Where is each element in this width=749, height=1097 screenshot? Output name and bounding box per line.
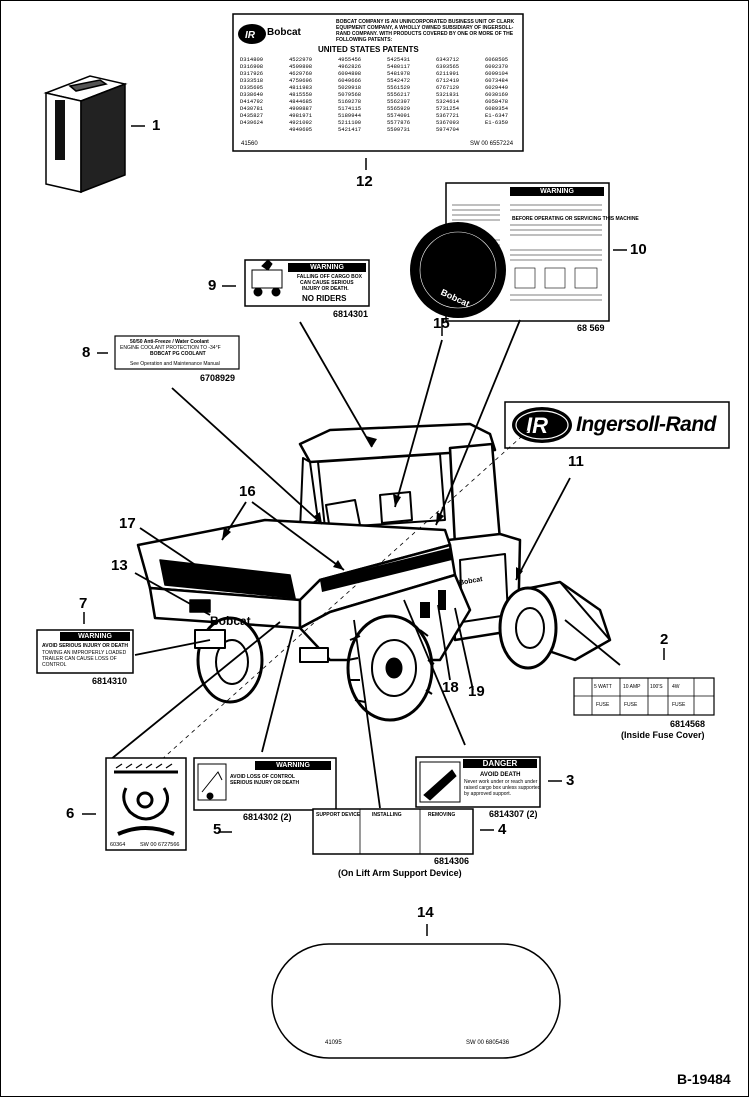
patent-col-6: 6068505 6092370 6099104 6073484 6029449 … [485, 56, 509, 126]
decal-2-cell-4: 4W [672, 684, 680, 690]
decal-2-cell-5: FUSE [596, 702, 610, 708]
part-number-8: 6708929 [200, 373, 236, 383]
decal-15-disc [410, 222, 506, 318]
drawing-id: B-19484 [677, 1071, 731, 1087]
svg-text:IR: IR [526, 413, 548, 438]
vehicle-bed-brand: Bobcat [210, 614, 251, 628]
callout-12: 12 [356, 173, 373, 190]
callout-5: 5 [213, 821, 222, 838]
decal-10-subheader: BEFORE OPERATING OR SERVICING THIS MACHI… [512, 216, 639, 222]
callout-19: 19 [468, 683, 485, 700]
decal-12-intro: BOBCAT COMPANY IS AN UNINCORPORATED BUSI… [336, 19, 515, 43]
callout-10: 10 [630, 241, 647, 258]
callout-16: 16 [239, 483, 256, 500]
ingersoll-rand-wordmark: Ingersoll-Rand [576, 413, 717, 436]
decal-4-col1: SUPPORT DEVICE [316, 812, 361, 818]
decal-5-pictogram [197, 763, 227, 801]
part-number-7: 6814310 [92, 676, 128, 686]
decal-8-line1: 50/50 Anti-Freeze / Water Coolant [130, 339, 209, 345]
decal-6-left-code: 60364 [110, 842, 126, 848]
decal-2-cell-6: FUSE [624, 702, 638, 708]
callout-4: 4 [498, 821, 507, 838]
decal-9-line2: CAN CAUSE SERIOUS [300, 280, 354, 286]
callout-15: 15 [433, 315, 450, 332]
decal-8-line3: BOBCAT PG COOLANT [150, 351, 206, 357]
decal-14-oval [271, 943, 561, 1059]
decal-2-cell-2: 10 AMP [623, 684, 641, 690]
decal-5-header: WARNING [255, 761, 331, 770]
callout-6: 6 [66, 805, 75, 822]
callout-11: 11 [568, 453, 584, 470]
patent-col-5: 6343712 6393565 6211991 6712419 6767129 … [436, 56, 460, 133]
callout-8: 8 [82, 344, 91, 361]
decal-6-pictogram [114, 763, 178, 836]
part-number-3: 6814307 (2) [489, 809, 538, 819]
decal-10-header: WARNING [510, 187, 604, 196]
decal-5-line1: AVOID LOSS OF CONTROL [230, 774, 295, 780]
decal-8-line2: ENGINE COOLANT PROTECTION TO -34°F [120, 345, 221, 351]
decal-8-line4: See Operation and Maintenance Manual [130, 361, 220, 367]
decal-12-heading: UNITED STATES PATENTS [318, 45, 419, 54]
decal-3-header: DANGER [463, 759, 537, 768]
patent-col-2: 4522979 4599898 4629760 4759696 4811983 … [289, 56, 313, 133]
decal-7-line2: TOWING AN IMPROPERLY LOADED TRAILER CAN … [42, 650, 127, 668]
decal-4-col3: REMOVING [428, 812, 456, 818]
callout-7: 7 [79, 595, 88, 612]
part-number-9: 6814301 [333, 309, 369, 319]
callout-18: 18 [442, 679, 459, 696]
decal-7-header: WARNING [60, 632, 130, 641]
decal-7-line1: AVOID SERIOUS INJURY OR DEATH [42, 643, 128, 649]
note-4: (On Lift Arm Support Device) [338, 868, 462, 878]
decal-3-pictogram [419, 761, 461, 803]
decal-3-line4: by approved support. [464, 791, 511, 797]
part-number-2: 6814568 [670, 719, 706, 729]
decal-9-header: WARNING [288, 263, 366, 272]
decal-9-line1: FALLING OFF CARGO BOX [297, 274, 362, 280]
decal-6-right-code: SW 00 6727566 [140, 842, 180, 848]
patent-col-1: D314809 D316908 D317926 D333518 D335695 … [240, 56, 264, 126]
decal-2-cell-7: FUSE [672, 702, 686, 708]
patent-col-4: 5425431 5480117 5481978 5542472 5561529 … [387, 56, 411, 133]
note-2: (Inside Fuse Cover) [621, 730, 705, 740]
part-number-5: 6814302 (2) [243, 812, 292, 822]
patent-col-3: 4955456 4962826 6094898 6049666 5029918 … [338, 56, 362, 133]
callout-9: 9 [208, 277, 217, 294]
decal-2-cell-3: 100'S [650, 684, 663, 690]
callout-13: 13 [111, 557, 128, 574]
decal-12-border [232, 13, 524, 152]
decal-5-line2: SERIOUS INJURY OR DEATH [230, 780, 300, 786]
decal-9-line3: INJURY OR DEATH. [302, 286, 349, 292]
decal-12-right-code: SW 00 6557224 [470, 141, 514, 147]
callout-17: 17 [119, 515, 136, 532]
part-number-4: 6814306 [434, 856, 470, 866]
decal-4-col2: INSTALLING [372, 812, 402, 818]
ir-big-logo: IR [512, 407, 572, 443]
decal-14-right-code: SW 00 6805436 [466, 1040, 510, 1046]
decal-12-left-code: 41560 [241, 141, 258, 147]
decal-14-left-code: 41095 [325, 1040, 342, 1046]
callout-3: 3 [566, 772, 575, 789]
decal-3-line3: raised cargo box unless supported [464, 785, 541, 791]
part-number-10: 68 569 [577, 323, 605, 333]
decal-9-main: NO RIDERS [302, 294, 347, 303]
leader-lines [109, 319, 621, 809]
callout-2: 2 [660, 631, 669, 648]
decal-1-drawing [43, 75, 128, 194]
callout-1: 1 [152, 117, 161, 134]
decal-9-pictogram [251, 259, 283, 297]
svg-text:IR: IR [245, 30, 256, 41]
decal-3-line2: Never work under or reach under [464, 779, 538, 785]
ir-mini-logo: IR [238, 24, 266, 44]
decal-2-cell-1: 5 WATT [594, 684, 612, 690]
decal-12-brand: Bobcat [267, 27, 301, 38]
decal-3-line1: AVOID DEATH [480, 772, 521, 778]
callout-14: 14 [417, 904, 434, 921]
